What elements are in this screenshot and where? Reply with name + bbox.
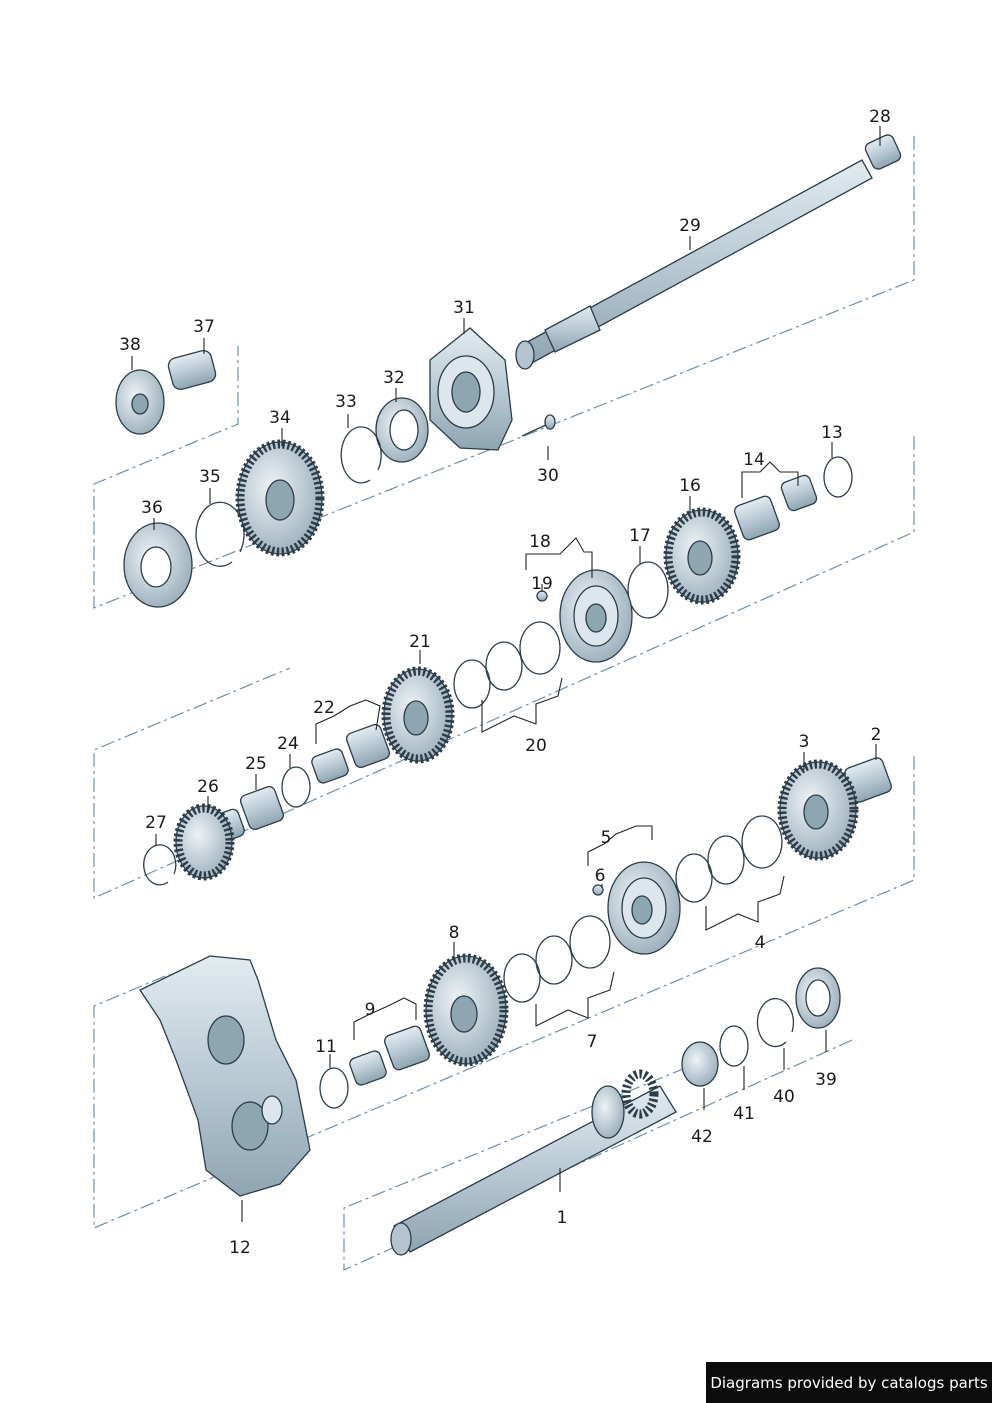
- callout-37: 37: [193, 317, 215, 337]
- part-40-circlip: [756, 997, 795, 1048]
- part-30-bolt: [521, 414, 556, 437]
- part-9-bearing-set: [349, 1025, 430, 1086]
- callout-12: 12: [229, 1238, 251, 1258]
- callout-6: 6: [595, 866, 606, 886]
- part-25-bearing: [239, 785, 285, 831]
- callout-2: 2: [871, 725, 882, 745]
- part-14-bearing-set: [734, 474, 818, 541]
- part-38-magnet-cap: [115, 369, 165, 435]
- callout-14: 14: [743, 450, 765, 470]
- callout-5: 5: [601, 828, 612, 848]
- part-16-gear: [663, 507, 741, 605]
- part-31-housing: [429, 327, 513, 451]
- callout-42: 42: [691, 1127, 713, 1147]
- callout-38: 38: [119, 335, 141, 355]
- part-27-circlip: [143, 844, 177, 886]
- part-22-bearing-set: [311, 723, 391, 784]
- part-6-detent: [592, 884, 604, 896]
- assembly-axis-lines: [93, 136, 915, 1271]
- credit-banner: Diagrams provided by catalogs parts: [706, 1362, 992, 1403]
- part-20-synchro-rings: [453, 621, 561, 709]
- callout-18: 18: [529, 532, 551, 552]
- callout-4: 4: [755, 933, 766, 953]
- part-28-needle-bearing: [864, 134, 902, 170]
- callout-41: 41: [733, 1104, 755, 1124]
- callout-24: 24: [277, 734, 299, 754]
- callout-29: 29: [679, 216, 701, 236]
- part-35-circlip: [195, 501, 245, 567]
- callout-labels: 28 29 31 32 33 34 35 36 37 38 30 13 14 1…: [119, 107, 891, 1258]
- callout-22: 22: [313, 698, 335, 718]
- part-41-circlip: [719, 1025, 749, 1067]
- part-4-synchro-rings: [675, 815, 783, 903]
- part-18-synchro-hub: [559, 569, 633, 663]
- leader-lines: [131, 126, 881, 1222]
- callout-13: 13: [821, 423, 843, 443]
- callout-3: 3: [799, 732, 810, 752]
- part-37-plug: [167, 349, 217, 391]
- part-1-input-shaft: [390, 1069, 677, 1256]
- callout-8: 8: [449, 923, 460, 943]
- callout-19: 19: [531, 574, 553, 594]
- part-8-gear: [423, 953, 509, 1067]
- callout-17: 17: [629, 526, 651, 546]
- callout-1: 1: [557, 1208, 568, 1228]
- callout-25: 25: [245, 754, 267, 774]
- callout-31: 31: [453, 298, 475, 318]
- callout-11: 11: [315, 1037, 337, 1057]
- part-11-ring: [319, 1067, 349, 1109]
- part-36-bearing: [123, 522, 193, 608]
- callout-26: 26: [197, 777, 219, 797]
- callout-21: 21: [409, 632, 431, 652]
- part-33-circlip: [340, 426, 382, 484]
- callout-40: 40: [773, 1087, 795, 1107]
- part-26-gear: [173, 803, 245, 881]
- part-7-synchro-rings: [503, 915, 611, 1003]
- callout-36: 36: [141, 498, 163, 518]
- callout-35: 35: [199, 467, 221, 487]
- part-13-ring: [823, 456, 853, 498]
- part-5-synchro-hub: [607, 861, 681, 955]
- part-3-gear: [777, 759, 859, 861]
- part-17-ring: [627, 561, 669, 619]
- callout-20: 20: [525, 736, 547, 756]
- part-24-ring: [281, 766, 311, 808]
- part-21-gear: [381, 666, 455, 764]
- part-29-shaft: [515, 159, 873, 370]
- callout-34: 34: [269, 408, 291, 428]
- part-39-bearing: [795, 967, 841, 1029]
- part-32-bearing: [375, 397, 429, 463]
- part-34-gear: [235, 439, 325, 557]
- part-42-bearing: [681, 1041, 719, 1087]
- part-12-housing: [139, 955, 311, 1197]
- callout-28: 28: [869, 107, 891, 127]
- callout-9: 9: [365, 1000, 376, 1020]
- callout-33: 33: [335, 392, 357, 412]
- callout-32: 32: [383, 368, 405, 388]
- callout-16: 16: [679, 476, 701, 496]
- callout-27: 27: [145, 813, 167, 833]
- callout-7: 7: [587, 1032, 598, 1052]
- callout-30: 30: [537, 466, 559, 486]
- callout-39: 39: [815, 1070, 837, 1090]
